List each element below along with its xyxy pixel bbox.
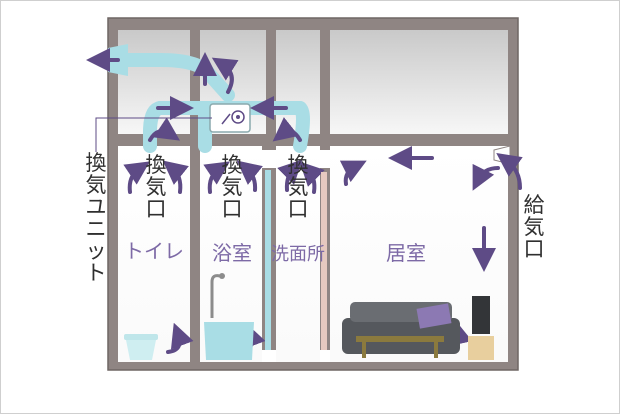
exhaust-label-toilet: 換気口 (146, 153, 167, 221)
unit-label: 換気ユニット (86, 151, 107, 285)
bathtub-fixture (204, 273, 254, 360)
supply-arrow (496, 153, 523, 190)
room-label-toilet: トイレ (124, 239, 184, 263)
living-furniture (342, 296, 494, 360)
toilet-fixture (124, 334, 158, 360)
room-label-living: 居室 (386, 241, 426, 265)
airflow-arrows (86, 48, 500, 354)
exhaust-label-washroom: 換気口 (288, 153, 309, 221)
ventilation-unit (209, 103, 251, 133)
exhaust-label-bath: 換気口 (222, 153, 243, 221)
supply-label: 給気口 (524, 193, 545, 261)
room-label-washroom: 洗面所 (271, 244, 325, 265)
room-label-bath: 浴室 (212, 241, 252, 265)
